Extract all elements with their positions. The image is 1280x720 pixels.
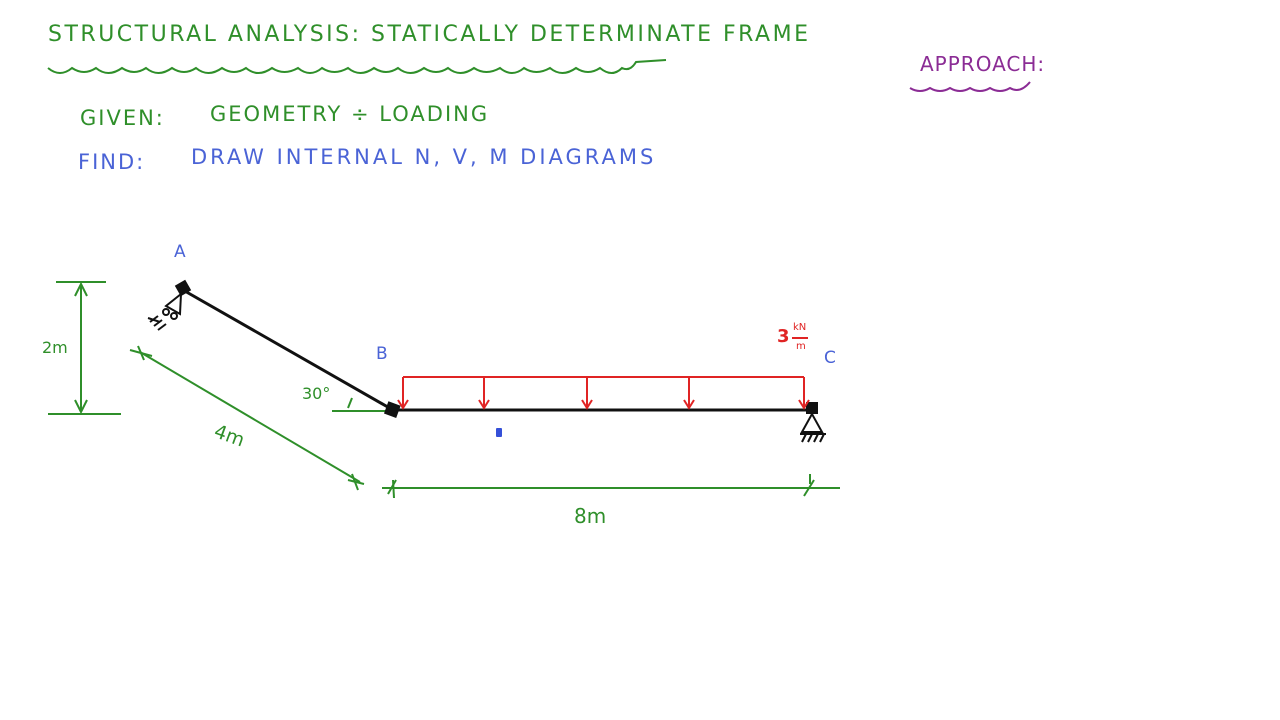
page-title: STRUCTURAL ANALYSIS: STATICALLY DETERMIN…	[48, 22, 811, 47]
find-label: FIND:	[78, 150, 146, 174]
cursor-marker	[496, 428, 502, 437]
angle-label: 30°	[302, 384, 331, 403]
load-magnitude: 3	[777, 326, 790, 347]
given-text: GEOMETRY ÷ LOADING	[210, 102, 490, 126]
approach-heading: APPROACH:	[920, 52, 1046, 76]
dimension-inclined-4m	[129, 345, 365, 491]
dimension-label-2m: 2m	[42, 338, 68, 357]
member-ab	[182, 288, 394, 412]
node-label-a: A	[174, 242, 188, 262]
approach-underline	[909, 81, 1031, 92]
distributed-load	[397, 337, 810, 410]
node-label-b: B	[376, 344, 390, 364]
load-unit-numerator: kN	[793, 322, 807, 333]
dimension-horizontal-8m	[382, 474, 840, 499]
given-label: GIVEN:	[80, 106, 165, 130]
joint-a	[174, 279, 192, 297]
angle-reference	[332, 397, 386, 412]
pin-support-c-icon	[800, 411, 826, 443]
title-underline	[47, 59, 667, 74]
find-text: DRAW INTERNAL N, V, M DIAGRAMS	[191, 145, 657, 169]
roller-support-a-icon	[147, 291, 183, 331]
joint-c	[806, 402, 818, 414]
dimension-label-8m: 8m	[574, 504, 607, 528]
node-label-c: C	[824, 348, 838, 368]
joint-b	[383, 401, 401, 418]
dimension-vertical-2m	[48, 281, 121, 415]
load-unit-denominator: m	[796, 341, 806, 352]
